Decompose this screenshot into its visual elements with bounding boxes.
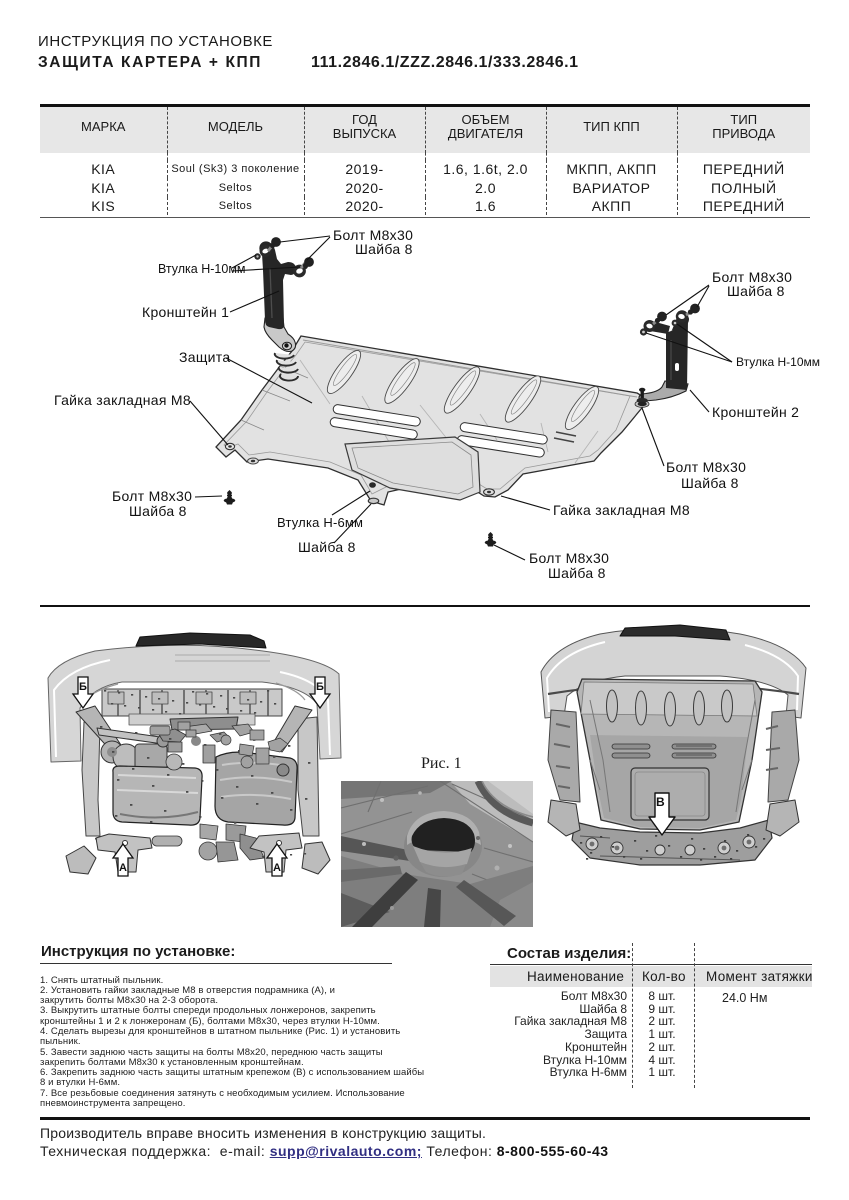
svg-text:Б: Б xyxy=(79,681,87,693)
svg-text:Шайба 8: Шайба 8 xyxy=(355,241,413,257)
svg-text:Защита: Защита xyxy=(179,349,230,365)
svg-text:Шайба 8: Шайба 8 xyxy=(298,539,356,555)
svg-text:Болт М8х30: Болт М8х30 xyxy=(712,269,792,285)
svg-text:Б: Б xyxy=(316,681,324,693)
svg-text:Втулка Н-10мм: Втулка Н-10мм xyxy=(158,262,246,276)
svg-text:А: А xyxy=(119,862,127,874)
svg-text:Кронштейн 2: Кронштейн 2 xyxy=(712,404,799,420)
svg-text:Болт М8х30: Болт М8х30 xyxy=(666,459,746,475)
svg-text:Шайба 8: Шайба 8 xyxy=(129,503,187,519)
svg-text:Болт М8х30: Болт М8х30 xyxy=(112,488,192,504)
svg-text:Гайка закладная М8: Гайка закладная М8 xyxy=(553,502,690,518)
svg-text:В: В xyxy=(656,795,665,809)
svg-text:Шайба 8: Шайба 8 xyxy=(548,565,606,581)
svg-text:Болт М8х30: Болт М8х30 xyxy=(333,227,413,243)
svg-text:Втулка Н-10мм: Втулка Н-10мм xyxy=(736,355,820,369)
svg-text:Шайба 8: Шайба 8 xyxy=(727,283,785,299)
svg-text:А: А xyxy=(273,862,281,874)
svg-text:Гайка закладная М8: Гайка закладная М8 xyxy=(54,392,191,408)
svg-text:Кронштейн 1: Кронштейн 1 xyxy=(142,304,229,320)
svg-text:Шайба 8: Шайба 8 xyxy=(681,475,739,491)
svg-text:Болт М8х30: Болт М8х30 xyxy=(529,550,609,566)
svg-text:Втулка Н-6мм: Втулка Н-6мм xyxy=(277,515,363,530)
